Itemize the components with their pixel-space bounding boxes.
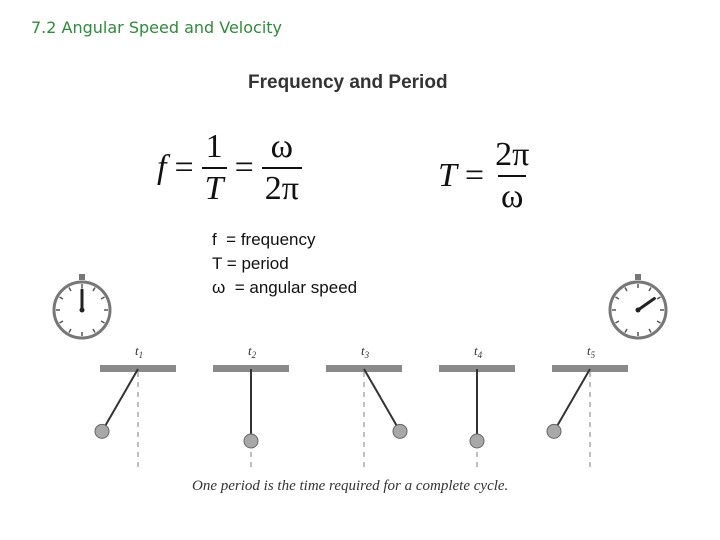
time-label: t3 (361, 343, 370, 360)
fraction-denominator: 2π (261, 167, 302, 206)
legend-item-angular-speed: ω = angular speed (212, 278, 358, 297)
pendulum: t4 (439, 343, 515, 469)
pendulum-bob (94, 423, 110, 439)
pendulum-diagram: t1 t2 t3 t4 t5 (52, 274, 668, 469)
fraction-omega-over-2pi: ω 2π (261, 128, 302, 206)
section-heading: Frequency and Period (248, 72, 448, 93)
pendulum-rod (101, 368, 139, 432)
frequency-symbol: f (157, 149, 167, 186)
slide-title: 7.2 Angular Speed and Velocity (31, 18, 283, 37)
fraction-2pi-over-omega: 2π ω (492, 138, 532, 214)
time-label: t5 (587, 343, 596, 360)
fraction-numerator: 2π (495, 136, 530, 173)
diagram-caption: One period is the time required for a co… (192, 478, 509, 494)
pendulum-rod (363, 368, 401, 432)
equals-sign: = (234, 149, 254, 186)
frequency-formula: f = 1 T = ω 2π (157, 130, 302, 206)
pendulum-bob (546, 423, 562, 439)
period-symbol: T (438, 157, 457, 194)
pendulum-bob (243, 433, 259, 449)
stopwatch-end-icon (608, 274, 668, 340)
pendulum-rod (553, 368, 591, 432)
support-bar (100, 365, 176, 372)
legend-item-period: T = period (212, 254, 289, 273)
fraction-numerator: 1 (205, 128, 223, 165)
pendulum: t5 (546, 343, 628, 469)
pendulum: t2 (213, 343, 289, 469)
fraction-denominator: ω (498, 175, 527, 214)
support-bar (326, 365, 402, 372)
fraction-numerator: ω (270, 128, 294, 165)
stopwatch-start-icon (52, 274, 112, 340)
fraction-one-over-t: 1 T (201, 128, 227, 206)
equals-sign: = (174, 149, 194, 186)
support-bar (552, 365, 628, 372)
time-label: t1 (135, 343, 143, 360)
pendulum: t3 (326, 343, 408, 469)
symbol-legend: f = frequency T = period ω = angular spe… (212, 228, 357, 300)
legend-item-frequency: f = frequency (212, 230, 316, 249)
fraction-denominator: T (201, 167, 227, 206)
support-bar (213, 365, 289, 372)
pendulum-bob (392, 423, 408, 439)
support-bar (439, 365, 515, 372)
period-formula: T = 2π ω (438, 138, 532, 214)
equals-sign: = (464, 157, 485, 194)
time-label: t2 (248, 343, 257, 360)
pendulum: t1 (94, 343, 176, 469)
time-label: t4 (474, 343, 483, 360)
pendulum-bob (469, 433, 485, 449)
